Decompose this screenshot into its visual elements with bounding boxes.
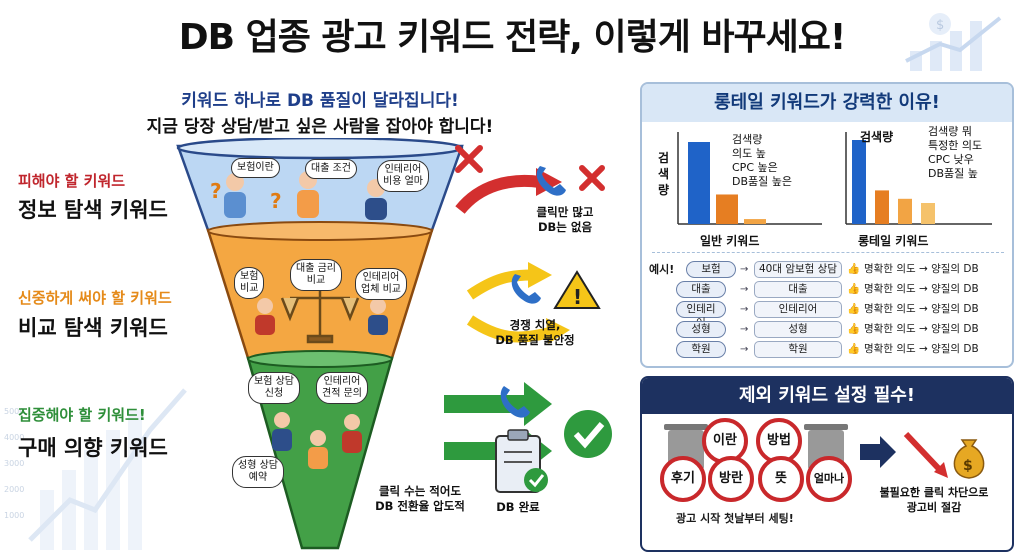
svg-text:?: ?	[270, 189, 282, 213]
arrow-icon: →	[740, 284, 749, 295]
example-result: 명확한 의도 → 양질의 DB	[864, 343, 979, 355]
example-result: 명확한 의도 → 양질의 DB	[864, 263, 979, 275]
example-result: 명확한 의도 → 양질의 DB	[864, 283, 979, 295]
phone-icon	[536, 165, 605, 196]
stage-1-label: 피해야 할 키워드	[18, 172, 126, 190]
example-longtail-keyword: 40대 암보험 상담	[754, 261, 842, 278]
examples-label: 예시!	[649, 263, 675, 276]
example-result: 명확한 의도 → 양질의 DB	[864, 323, 979, 335]
exclusion-heading: 제외 키워드 설정 필수!	[642, 378, 1012, 414]
longtail-heading: 롱테일 키워드가 강력한 이유!	[642, 84, 1012, 122]
bubble-info-3: 인테리어 비용 얼마	[377, 160, 429, 192]
bubble-info-2: 대출 조건	[305, 159, 357, 179]
bubble-intent-1: 보험 상담 신청	[248, 372, 300, 404]
chart-bar	[744, 219, 766, 224]
money-bag-icon: $	[860, 431, 985, 479]
thumbs-up-icon: 👍	[847, 343, 861, 355]
bubble-compare-2: 대출 금리 비교	[290, 259, 342, 291]
stage-1-note: 클릭만 많고 DB는 없음	[536, 205, 594, 234]
svg-text:1000: 1000	[4, 511, 24, 520]
stage-3-label: 집중해야 할 키워드!	[18, 406, 146, 424]
stage-1-name: 정보 탐색 키워드	[18, 198, 168, 222]
stage-2-note: 경쟁 치열, DB 품질 불안정	[495, 318, 575, 347]
bubble-compare-3: 인테리어 업체 비교	[355, 268, 407, 300]
cross-icon	[455, 145, 483, 173]
scale-icon	[280, 288, 360, 344]
svg-text:2000: 2000	[4, 485, 24, 494]
panel-divider	[652, 252, 1004, 253]
page-title: DB 업종 광고 키워드 전략, 이렇게 바꾸세요!	[178, 17, 847, 58]
arrow-icon: →	[740, 304, 749, 315]
growth-chart-icon: $	[905, 13, 1002, 71]
longtail-panel: 롱테일 키워드가 강력한 이유!	[640, 82, 1014, 368]
longtail-chart-caption: 검색량 뭐 특정한 의도 CPC 낮우 DB품질 높	[928, 125, 983, 180]
example-keyword: 학원	[676, 341, 726, 358]
example-result: 명확한 의도 → 양질의 DB	[864, 303, 979, 315]
stage-2-label: 신중하게 써야 할 키워드	[18, 289, 172, 307]
longtail-chart-xlabel: 롱테일 키워드	[858, 234, 929, 248]
svg-text:3000: 3000	[4, 459, 24, 468]
general-chart-xlabel: 일반 키워드	[700, 234, 760, 248]
example-keyword: 성형	[676, 321, 726, 338]
longtail-chart-ylabel: 검색량	[860, 130, 894, 144]
bubble-intent-2: 인테리어 견적 문의	[316, 372, 368, 404]
example-keyword: 대출	[676, 281, 726, 298]
svg-text:5000: 5000	[4, 407, 24, 416]
chart-bar	[852, 140, 866, 224]
bubble-info-1: 보험이란	[231, 158, 280, 178]
thumbs-up-icon: 👍	[847, 263, 861, 275]
example-longtail-keyword: 학원	[754, 341, 842, 358]
db-complete-label: DB 완료	[496, 500, 540, 514]
svg-text:4000: 4000	[4, 433, 24, 442]
example-longtail-keyword: 성형	[754, 321, 842, 338]
general-chart-caption: 검색량 의도 높 CPC 높은 DB품질 높은	[732, 133, 792, 188]
banned-keyword-6: 얼마나	[806, 456, 852, 502]
people-stage-3-icon	[272, 412, 362, 469]
exclusion-caption: 광고 시작 첫날부터 세팅!	[676, 512, 794, 525]
bubble-intent-3: 성형 상담 예약	[232, 456, 284, 488]
bubble-compare-1: 보험 비교	[234, 267, 265, 299]
subtitle-line-1: 키워드 하나로 DB 품질이 달라집니다!	[181, 91, 459, 111]
longtail-keyword-chart	[845, 132, 992, 225]
chart-bar	[716, 194, 738, 224]
stage-2-name: 비교 탐색 키워드	[18, 316, 168, 340]
chart-bar	[921, 203, 935, 224]
stage-3-note: 클릭 수는 적어도 DB 전환율 압도적	[375, 484, 465, 513]
thumbs-up-icon: 👍	[847, 323, 861, 335]
phone-clipboard-check-icon	[495, 386, 612, 493]
people-stage-2-icon	[255, 298, 388, 335]
stage-3-name: 구매 의향 키워드	[18, 436, 168, 460]
exclusion-result: 불필요한 클릭 차단으로 광고비 절감	[879, 486, 989, 514]
thumbs-up-icon: 👍	[847, 303, 861, 315]
svg-text:$: $	[936, 18, 944, 33]
banned-keyword-2: 방법	[756, 418, 802, 464]
chart-bar	[898, 198, 912, 224]
example-longtail-keyword: 대출	[754, 281, 842, 298]
subtitle-line-2: 지금 당장 상담/받고 싶은 사람을 잡아야 합니다!	[146, 117, 494, 137]
chart-bar	[688, 142, 710, 224]
svg-text:$: $	[963, 458, 973, 474]
thumbs-up-icon: 👍	[847, 283, 861, 295]
svg-text:!: !	[573, 285, 582, 309]
arrow-icon: →	[740, 344, 749, 355]
banned-keyword-5: 뜻	[758, 456, 804, 502]
banned-keyword-3: 후기	[660, 456, 706, 502]
arrow-icon: →	[740, 324, 749, 335]
example-keyword: 인테리어	[676, 301, 726, 329]
general-chart-ylabel: 검색량	[658, 151, 670, 197]
svg-text:?: ?	[210, 179, 222, 203]
chart-bar	[875, 190, 889, 224]
general-keyword-chart	[677, 132, 822, 225]
phone-warning-icon: !	[511, 270, 601, 309]
banned-keyword-4: 방란	[708, 456, 754, 502]
background-chart-icon: 5000 4000 3000 2000 1000	[4, 388, 187, 550]
people-stage-1-icon: ? ?	[210, 171, 387, 220]
example-longtail-keyword: 인테리어	[754, 301, 842, 318]
example-keyword: 보험	[686, 261, 736, 278]
arrow-icon: →	[740, 264, 749, 275]
